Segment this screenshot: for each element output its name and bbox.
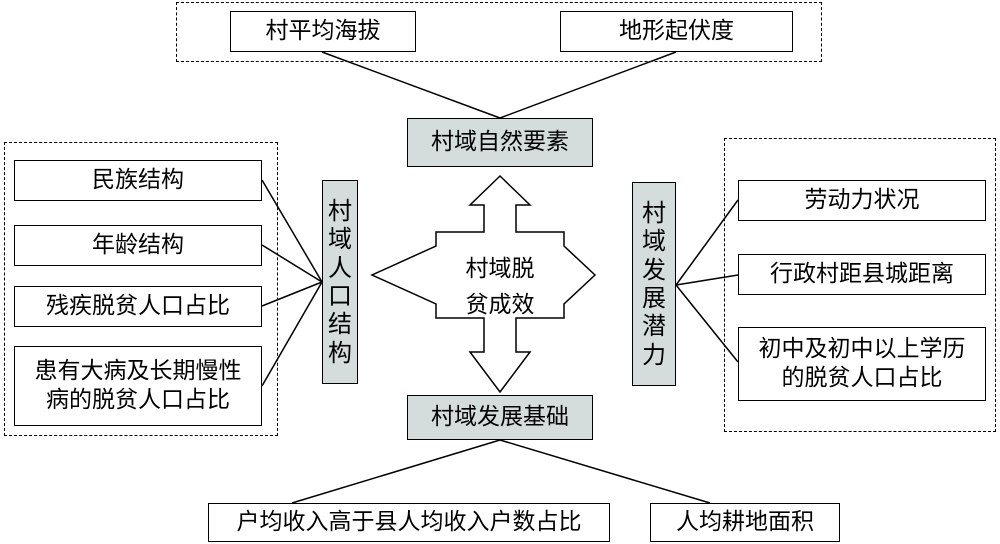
population-category-char: 域 — [328, 225, 352, 254]
population-category-char: 村 — [328, 197, 352, 226]
population-category: 村 域 人 口 结 构 — [322, 180, 358, 384]
natural-item-terrain: 地形起伏度 — [560, 11, 793, 52]
connector-line — [261, 179, 323, 283]
population-item-disabled: 残疾脱贫人口占比 — [14, 286, 262, 327]
population-category-char: 构 — [328, 338, 352, 367]
potential-category: 村 域 发 展 潜 力 — [632, 182, 676, 386]
potential-category-char: 村 — [642, 199, 666, 228]
connector-line — [261, 244, 323, 283]
center-outcome-label: 村域脱 贫成效 — [465, 256, 535, 318]
four-way-arrow-icon — [370, 174, 597, 394]
potential-category-char: 发 — [642, 255, 666, 284]
connector-line — [499, 51, 677, 119]
population-item-chronic-illness: 患有大病及长期慢性 病的脱贫人口占比 — [14, 346, 262, 426]
potential-items-group — [724, 138, 996, 432]
potential-category-char: 域 — [642, 227, 666, 256]
natural-item-altitude: 村平均海拔 — [230, 11, 416, 52]
foundation-item-income: 户均收入高于县人均收入户数占比 — [208, 503, 610, 542]
connector-line — [499, 439, 711, 504]
connector-line — [291, 439, 501, 504]
connector-line — [675, 274, 739, 286]
population-category-char: 结 — [328, 310, 352, 339]
potential-item-distance: 行政村距县城距离 — [738, 254, 986, 295]
potential-category-char: 展 — [642, 284, 666, 312]
population-items-group — [4, 142, 278, 436]
connector-line — [261, 281, 323, 307]
foundation-category: 村域发展基础 — [407, 395, 593, 440]
potential-item-education: 初中及初中以上学历 的脱贫人口占比 — [738, 327, 986, 401]
potential-category-char: 力 — [642, 340, 666, 369]
connector-line — [321, 51, 501, 119]
population-category-char: 人 — [328, 253, 352, 282]
natural-category: 村域自然要素 — [407, 118, 593, 167]
foundation-item-farmland: 人均耕地面积 — [650, 503, 840, 542]
potential-category-char: 潜 — [642, 312, 666, 341]
potential-item-labor: 劳动力状况 — [738, 180, 986, 221]
population-item-ethnic: 民族结构 — [14, 160, 262, 201]
natural-items-group — [176, 2, 822, 62]
connector-line — [675, 199, 739, 286]
connector-line — [261, 281, 323, 387]
population-category-char: 口 — [328, 282, 352, 310]
population-item-age: 年龄结构 — [14, 225, 262, 266]
connector-line — [675, 284, 739, 363]
